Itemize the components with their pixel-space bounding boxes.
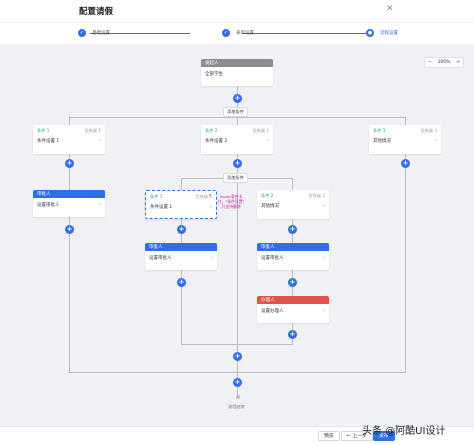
node-body: 设置审批人 <box>37 203 60 208</box>
chevron-right-icon: › <box>210 204 212 210</box>
add-node-button[interactable]: + <box>177 225 186 234</box>
zoom-in-button[interactable]: + <box>456 60 460 65</box>
step-label: 基础设置 <box>92 31 110 36</box>
condition-card[interactable]: 条件 1 优先级 1 条件设置 1 › <box>33 125 105 154</box>
condition-body: 其他情况 <box>373 139 391 144</box>
condition-card[interactable]: 条件 2 优先级 2 条件设置 2 › <box>201 125 273 154</box>
approver-node[interactable]: 审批人 设置审批人 › <box>145 243 217 270</box>
node-header: 审批人 <box>145 243 217 251</box>
condition-title: 条件 1 <box>150 194 163 199</box>
handler-node[interactable]: 办理人 设置办理人 › <box>257 296 329 323</box>
node-header: 办理人 <box>257 296 329 304</box>
chevron-right-icon: › <box>323 308 325 314</box>
node-header: 审批人 <box>257 243 329 251</box>
zoom-level: 100% <box>437 60 451 65</box>
step-process[interactable]: ● 流程设置 <box>366 29 398 37</box>
chevron-right-icon: › <box>99 202 101 208</box>
step-connector <box>90 33 190 34</box>
add-node-button[interactable]: + <box>288 278 297 287</box>
add-condition-button[interactable]: 添加条件 <box>223 107 248 117</box>
publish-button[interactable]: 发布 <box>373 431 395 441</box>
footer-bar: 预览 ← 上一步 发布 <box>0 426 474 445</box>
zoom-control: − 100% + <box>424 57 464 68</box>
end-label: 流程结束 <box>228 404 245 409</box>
initiator-node[interactable]: 发起人 全部学生 <box>201 59 273 86</box>
condition-title: 条件 3 <box>373 128 386 133</box>
condition-priority: 优先级 2 <box>252 128 269 133</box>
condition-priority: 优先级 1 <box>195 194 212 199</box>
close-icon[interactable]: ✕ <box>386 4 394 14</box>
approver-node[interactable]: 审批人 设置审批人 › <box>33 190 105 217</box>
step-bar: ✓ 基础设置 ✓ 表单设置 ● 流程设置 <box>0 22 474 44</box>
check-icon: ✓ <box>222 29 230 37</box>
node-body: 设置审批人 <box>149 256 172 261</box>
flow-line <box>181 344 293 345</box>
add-node-button[interactable]: + <box>233 352 242 361</box>
add-node-button[interactable]: + <box>65 159 74 168</box>
check-icon: ✓ <box>78 29 86 37</box>
prev-step-button[interactable]: ← 上一步 <box>341 431 373 441</box>
add-node-button[interactable]: + <box>233 378 242 387</box>
condition-card-hover[interactable]: 条件 1 优先级 1 条件设置 1 › <box>145 190 217 219</box>
step-label: 表单设置 <box>236 31 254 36</box>
add-node-button[interactable]: + <box>401 159 410 168</box>
add-condition-button[interactable]: 添加条件 <box>223 173 248 183</box>
condition-body: 条件设置 1 <box>150 205 173 210</box>
page-title: 配置请假 <box>79 7 114 17</box>
node-body: 设置办理人 <box>261 309 284 314</box>
flow-line <box>237 80 238 380</box>
condition-priority: 优先级 1 <box>84 128 101 133</box>
chevron-right-icon: › <box>435 138 437 144</box>
add-node-button[interactable]: + <box>288 330 297 339</box>
approver-node[interactable]: 审批人 设置审批人 › <box>257 243 329 270</box>
condition-title: 条件 2 <box>261 193 274 198</box>
zoom-out-button[interactable]: − <box>428 60 432 65</box>
node-header: 审批人 <box>33 190 105 198</box>
chevron-right-icon: › <box>323 255 325 261</box>
flow-line <box>69 117 405 118</box>
add-node-button[interactable]: + <box>177 278 186 287</box>
condition-body: 条件设置 2 <box>205 139 228 144</box>
add-node-button[interactable]: + <box>288 225 297 234</box>
step-form[interactable]: ✓ 表单设置 <box>222 29 254 37</box>
condition-body: 条件设置 1 <box>37 139 60 144</box>
current-step-icon: ● <box>366 29 374 37</box>
chevron-right-icon: › <box>211 255 213 261</box>
add-node-button[interactable]: + <box>65 225 74 234</box>
condition-priority: 优先级 2 <box>308 193 325 198</box>
chevron-right-icon: › <box>323 203 325 209</box>
flow-line <box>69 117 70 373</box>
condition-card[interactable]: 条件 2 优先级 2 其他情况 › <box>257 190 329 219</box>
delete-icon[interactable]: ✕ <box>208 193 213 199</box>
node-header: 发起人 <box>201 59 273 67</box>
node-body: 全部学生 <box>205 72 223 77</box>
add-node-button[interactable]: + <box>233 94 242 103</box>
condition-title: 条件 2 <box>205 128 218 133</box>
preview-button[interactable]: 预览 <box>318 431 340 441</box>
chevron-right-icon: › <box>267 138 269 144</box>
step-connector <box>242 33 366 34</box>
step-label: 流程设置 <box>380 31 398 36</box>
flow-line <box>405 117 406 373</box>
annotation-note: hover条件卡 片，"条件设置" 只支持删除 <box>218 194 244 209</box>
end-dot <box>236 395 240 399</box>
node-body: 设置审批人 <box>261 256 284 261</box>
step-basic[interactable]: ✓ 基础设置 <box>78 29 110 37</box>
condition-title: 条件 1 <box>37 128 50 133</box>
annotation-text: hover条件卡 片，"条件设置" 只支持删除 <box>218 194 245 209</box>
watermark: 头条 @阿酷UI设计 <box>362 426 446 437</box>
condition-card[interactable]: 条件 3 优先级 3 其他情况 › <box>369 125 441 154</box>
top-bar: 配置请假 ✕ <box>0 0 474 22</box>
condition-priority: 优先级 3 <box>420 128 437 133</box>
add-node-button[interactable]: + <box>233 159 242 168</box>
condition-body: 其他情况 <box>261 204 279 209</box>
chevron-right-icon: › <box>99 138 101 144</box>
